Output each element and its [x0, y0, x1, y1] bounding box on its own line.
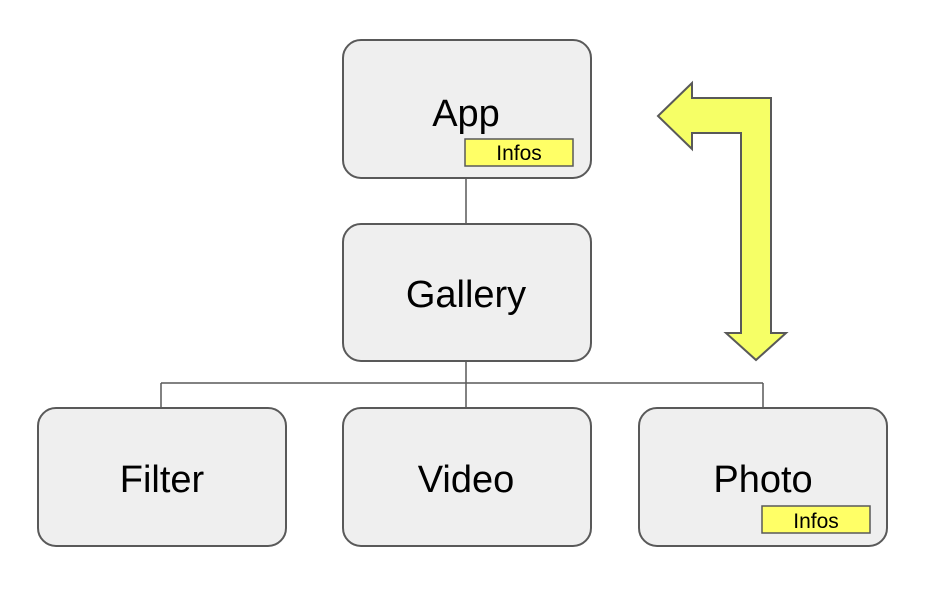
- node-filter-box: [37, 407, 287, 547]
- node-filter[interactable]: Filter: [37, 407, 287, 547]
- connectors: [160, 178, 764, 408]
- node-photo-badge-label: Infos: [793, 510, 839, 533]
- node-app-label: App: [432, 93, 500, 135]
- node-video[interactable]: Video: [342, 407, 592, 547]
- bidirectional-bent-arrow-icon: [656, 80, 789, 362]
- node-app-badge-box: [464, 138, 574, 167]
- node-photo-label: Photo: [713, 459, 812, 501]
- node-video-box: [342, 407, 592, 547]
- node-filter-label: Filter: [120, 459, 205, 501]
- node-photo[interactable]: Photo Infos: [638, 407, 888, 547]
- node-gallery[interactable]: Gallery: [342, 223, 592, 362]
- node-app[interactable]: App Infos: [342, 39, 592, 179]
- node-app-badge-label: Infos: [496, 142, 542, 165]
- node-gallery-label: Gallery: [406, 274, 526, 316]
- node-photo-badge-box: [761, 505, 871, 534]
- node-gallery-box: [342, 223, 592, 362]
- node-video-label: Video: [418, 459, 515, 501]
